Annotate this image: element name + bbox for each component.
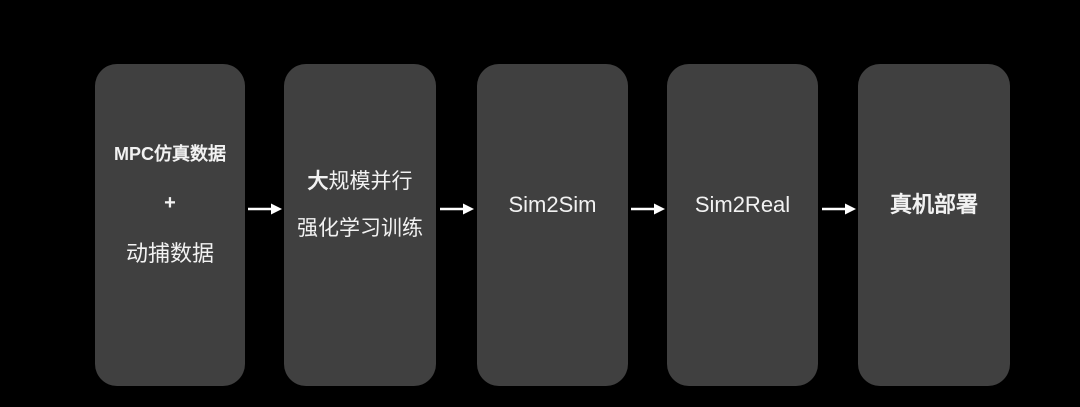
arrow-right-icon — [822, 203, 856, 215]
node-content: 真机部署 — [890, 194, 978, 216]
node-label-bold-part: 大 — [307, 170, 329, 193]
node-content: Sim2Real — [695, 194, 790, 216]
node-label: Sim2Real — [694, 192, 791, 217]
flow-node-rl-training: 大规模并行 强化学习训练 — [284, 64, 436, 386]
flow-node-sim2real: Sim2Real — [667, 64, 818, 386]
arrow-right-icon — [248, 203, 282, 215]
flow-node-real-deployment: 真机部署 — [858, 64, 1010, 386]
node-label-rest-part: 规模并行 — [328, 170, 413, 193]
node-label-line: 强化学习训练 — [297, 217, 423, 240]
node-label-line: 动捕数据 — [125, 241, 214, 266]
node-label: 真机部署 — [889, 192, 978, 217]
node-content: Sim2Sim — [508, 194, 596, 216]
node-content: 大规模并行 强化学习训练 — [297, 171, 423, 239]
flow-node-sim2sim: Sim2Sim — [477, 64, 628, 386]
node-label-line: 大规模并行 — [308, 171, 413, 192]
node-content: MPC仿真数据 + 动捕数据 — [114, 145, 226, 265]
arrow-right-icon — [631, 203, 665, 215]
plus-sign: + — [164, 192, 176, 214]
flow-node-mpc-mocap-data: MPC仿真数据 + 动捕数据 — [95, 64, 245, 386]
node-label-line: MPC仿真数据 — [114, 144, 226, 164]
arrow-right-icon — [440, 203, 474, 215]
node-label: Sim2Sim — [508, 192, 597, 217]
